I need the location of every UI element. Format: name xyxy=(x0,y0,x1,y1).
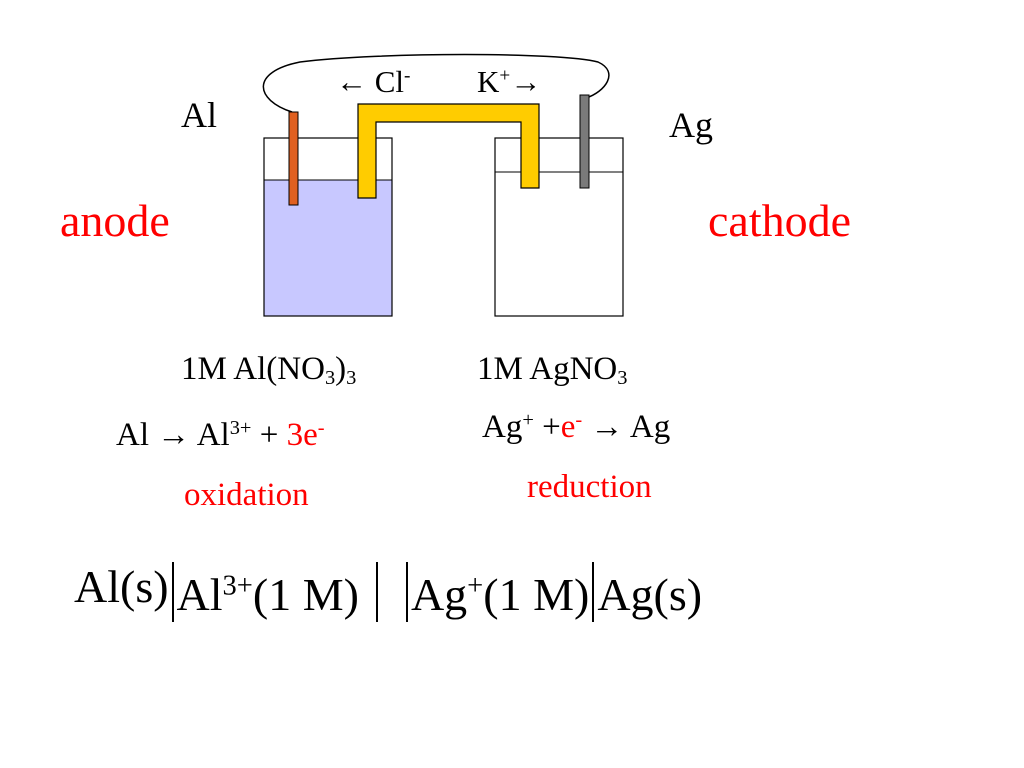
aluminum-electrode xyxy=(288,111,299,206)
anode-electrode-label: Al xyxy=(181,95,217,135)
external-wire xyxy=(262,53,610,113)
cathode-reactant-charge: + xyxy=(522,408,534,431)
cell-notation-cathode-conc: (1 M) xyxy=(483,569,590,620)
anode-solution-subscript-outer: 3 xyxy=(346,367,357,390)
cell-notation-cathode-charge: + xyxy=(467,570,484,602)
salt-bridge xyxy=(357,103,540,199)
anode-reaction-arrow: → xyxy=(157,417,191,453)
anode-product-charge: 3+ xyxy=(229,416,252,439)
phase-boundary-left xyxy=(171,562,174,622)
anode-solution-paren: ) xyxy=(335,351,347,387)
cathode-label: cathode xyxy=(708,195,852,246)
cathode-solution-subscript: 3 xyxy=(617,367,628,390)
anion-arrow: ← xyxy=(336,64,367,99)
cell-notation-anode-ion: Al xyxy=(176,569,223,620)
cell-notation-cathode: Ag(s) xyxy=(597,569,703,620)
cathode-solution-label: 1M AgNO3 xyxy=(477,351,628,390)
anode-electrons: 3e- xyxy=(287,417,325,453)
cathode-electron-charge: - xyxy=(575,408,583,431)
cell-notation-anode: Al(s) xyxy=(74,561,169,612)
cation-symbol: K xyxy=(477,64,500,99)
cathode-electrode-label: Ag xyxy=(669,105,713,145)
cathode-electrons: e- xyxy=(561,409,582,445)
cathode-electrons-text: e xyxy=(560,409,576,445)
silver-electrode xyxy=(579,94,590,189)
anode-label: anode xyxy=(60,195,170,246)
cell-notation-cathode-ion: Ag xyxy=(410,569,468,620)
cell-notation: Al(s)Al3+(1 M)Ag+(1 M)Ag(s) xyxy=(74,562,702,622)
cathode-plus: + xyxy=(542,409,561,445)
anode-reactant: Al xyxy=(116,417,149,453)
salt-bridge-line-1 xyxy=(375,562,378,622)
anode-electron-charge: - xyxy=(317,416,325,439)
anode-solution-label: 1M Al(NO3)3 xyxy=(181,351,357,390)
anion-symbol: Cl xyxy=(374,64,405,99)
cathode-half-reaction: Ag+ +e- → Ag xyxy=(482,408,671,445)
oxidation-label: oxidation xyxy=(184,477,309,513)
cell-notation-anode-conc: (1 M) xyxy=(252,569,359,620)
anode-solution-subscript: 3 xyxy=(324,367,336,390)
cathode-reaction-arrow: → xyxy=(590,409,624,445)
anion-charge: - xyxy=(404,65,411,87)
anode-electrons-text: 3e xyxy=(286,417,318,453)
anode-product: Al xyxy=(196,417,230,453)
reduction-label: reduction xyxy=(527,469,652,505)
anode-solution-text: 1M Al(NO xyxy=(181,351,325,387)
cathode-reactant: Ag xyxy=(482,409,523,445)
cathode-product: Ag xyxy=(629,409,671,445)
anode-solution xyxy=(264,180,392,316)
phase-boundary-right xyxy=(592,562,595,622)
anion-flow-label: ← Cl- xyxy=(336,66,410,97)
salt-bridge-line-2 xyxy=(405,562,408,622)
cell-notation-anode-charge: 3+ xyxy=(222,570,253,602)
cation-charge: + xyxy=(499,65,511,87)
anode-plus: + xyxy=(259,417,279,453)
anode-beaker xyxy=(263,137,393,317)
cation-flow-label: K+→ xyxy=(477,66,541,97)
cathode-beaker xyxy=(494,137,624,317)
cathode-solution-text: 1M AgNO xyxy=(477,351,618,387)
anode-half-reaction: Al → Al3+ + 3e- xyxy=(116,416,325,453)
cation-arrow: → xyxy=(510,64,542,99)
